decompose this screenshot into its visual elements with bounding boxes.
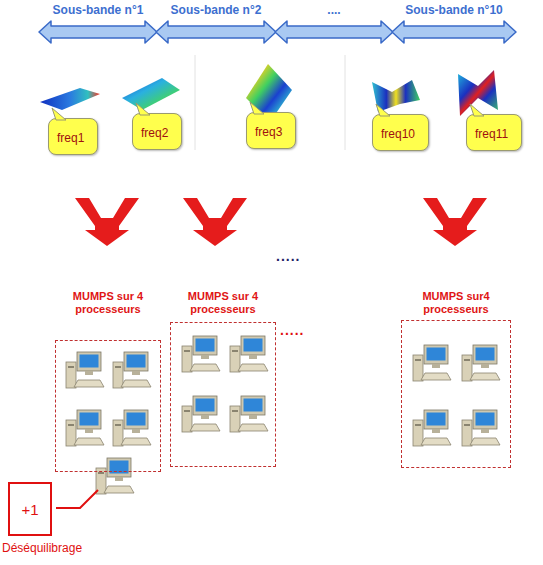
callout-tail [248,101,268,115]
callout-box: freq3 [246,112,296,149]
separator [345,55,346,150]
processor-group: MUMPS sur4 processeurs [401,290,511,466]
freq-callout: freq10 [372,114,429,151]
ellipsis-label: ..... [280,322,304,338]
merge-arrow [183,198,247,246]
callout-tail [468,103,488,117]
double-arrow [274,19,394,47]
callout-box: freq10 [372,114,429,151]
mesh-plot [122,78,180,110]
computer-icon [462,410,500,446]
callout-tail [134,102,154,116]
plus-box: +1 [8,482,52,536]
processor-group: MUMPS sur 4 processeurs [55,290,161,470]
imbalance-label: Déséquilibrage [2,541,82,555]
computer-icon [113,410,151,446]
computer-icon [230,396,268,432]
group-heading: MUMPS sur 4 processeurs [173,290,273,316]
arrow-shape [156,21,276,43]
merge-arrow [75,198,139,246]
freq-label: freq10 [381,127,415,141]
freq-label: freq1 [57,131,84,145]
imbalance-marker: +1Déséquilibrage [2,480,86,560]
callout-box: freq1 [48,118,98,155]
double-arrow [391,19,517,47]
freq-callout: freq1 [48,118,98,155]
subband-arrow: Sous-bande n°10 [391,0,517,48]
callout-tail [50,107,70,121]
callout-box: freq11 [466,114,522,151]
leader-line [56,490,98,508]
computer-icon [462,345,500,381]
computer-icon [182,396,220,432]
computer-icon [66,410,104,446]
arrow-shape [39,21,157,43]
double-arrow [38,19,158,47]
computer-icon [66,352,104,388]
double-arrow [155,19,277,47]
processor-group: MUMPS sur 4 processeurs [170,290,276,465]
computer-icon [182,336,220,372]
arrow-shape [275,21,393,43]
mesh-plot [40,88,100,110]
freq-label: freq3 [255,125,282,139]
callout-tail [374,103,394,117]
separator [195,55,196,150]
band-title: .... [274,0,394,17]
freq-callout: freq2 [132,113,182,150]
subband-arrow: Sous-bande n°2 [155,0,277,48]
freq-callout: freq11 [466,114,522,151]
ellipsis-label: ..... [276,248,300,264]
merge-arrow [423,198,487,246]
computer-icon [96,458,134,494]
freq-callout: freq3 [246,112,296,149]
computer-icon [113,352,151,388]
freq-label: freq2 [141,126,168,140]
group-heading: MUMPS sur 4 processeurs [58,290,158,316]
plus-label: +1 [21,501,38,518]
computer-icon [230,336,268,372]
dashed-frame [170,322,276,467]
band-title: Sous-bande n°1 [38,0,158,17]
mesh-plot [458,70,498,116]
freq-label: freq11 [475,127,508,141]
dashed-frame [401,320,511,468]
subband-arrow: Sous-bande n°1 [38,0,158,48]
computer-icon [413,410,451,446]
dashed-frame [55,340,161,472]
band-title: Sous-bande n°10 [391,0,517,17]
computer-icon [413,345,451,381]
callout-box: freq2 [132,113,182,150]
arrow-shape [392,21,516,43]
band-title: Sous-bande n°2 [155,0,277,17]
subband-arrow: .... [274,0,394,48]
group-heading: MUMPS sur4 processeurs [406,290,506,316]
